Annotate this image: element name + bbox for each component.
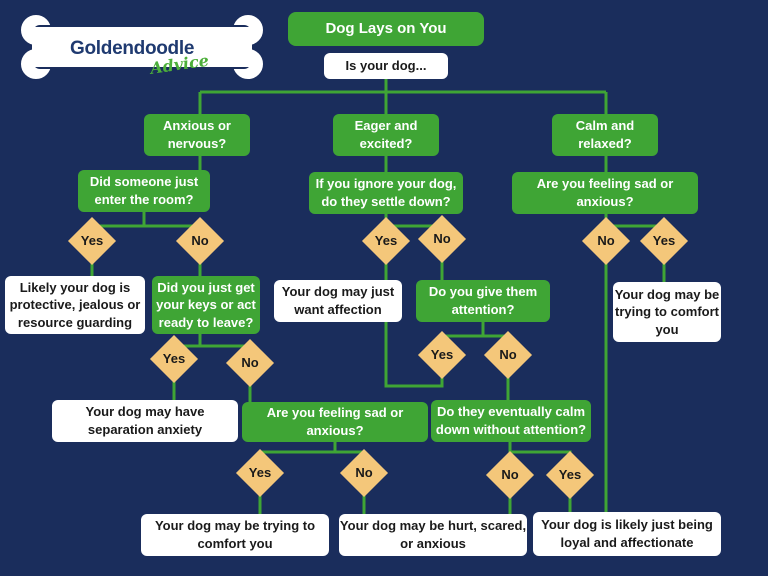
answer-no: No	[501, 467, 519, 482]
bone-logo	[19, 13, 265, 81]
answer-no: No	[355, 465, 373, 480]
logo-text: Goldendoodle	[70, 38, 195, 59]
answer-no: No	[241, 355, 259, 370]
result-loyal: Your dog is likely just being loyal and …	[533, 512, 721, 556]
answer-yes: Yes	[430, 347, 454, 362]
answer-no: No	[433, 231, 451, 246]
question-sad-anxious: Are you feeling sad or anxious?	[242, 402, 428, 442]
answer-yes: Yes	[80, 233, 104, 248]
question-calm-sad: Are you feeling sad or anxious?	[512, 172, 698, 214]
result-comfort-calm: Your dog may be trying to comfort you	[613, 282, 721, 342]
result-comfort: Your dog may be trying to comfort you	[141, 514, 329, 556]
state-calm: Calm and relaxed?	[552, 114, 658, 156]
state-anxious: Anxious or nervous?	[144, 114, 250, 156]
answer-no: No	[597, 233, 615, 248]
answer-yes: Yes	[374, 233, 398, 248]
state-eager: Eager and excited?	[333, 114, 439, 156]
question-keys: Did you just get your keys or act ready …	[152, 276, 260, 334]
question-ignore-dog: If you ignore your dog, do they settle d…	[309, 172, 463, 214]
answer-yes: Yes	[558, 467, 582, 482]
answer-yes: Yes	[248, 465, 272, 480]
start-question: Is your dog...	[324, 53, 448, 79]
result-hurt: Your dog may be hurt, scared, or anxious	[339, 514, 527, 556]
question-calm-down: Do they eventually calm down without att…	[431, 400, 591, 442]
answer-no: No	[191, 233, 209, 248]
question-give-attention: Do you give them attention?	[416, 280, 550, 322]
answer-no: No	[499, 347, 517, 362]
result-separation-anxiety: Your dog may have separation anxiety	[52, 400, 238, 442]
result-protective: Likely your dog is protective, jealous o…	[5, 276, 145, 334]
chart-title: Dog Lays on You	[288, 12, 484, 46]
result-want-affection: Your dog may just want affection	[274, 280, 402, 322]
question-someone-entered: Did someone just enter the room?	[78, 170, 210, 212]
answer-yes: Yes	[652, 233, 676, 248]
answer-yes: Yes	[162, 351, 186, 366]
